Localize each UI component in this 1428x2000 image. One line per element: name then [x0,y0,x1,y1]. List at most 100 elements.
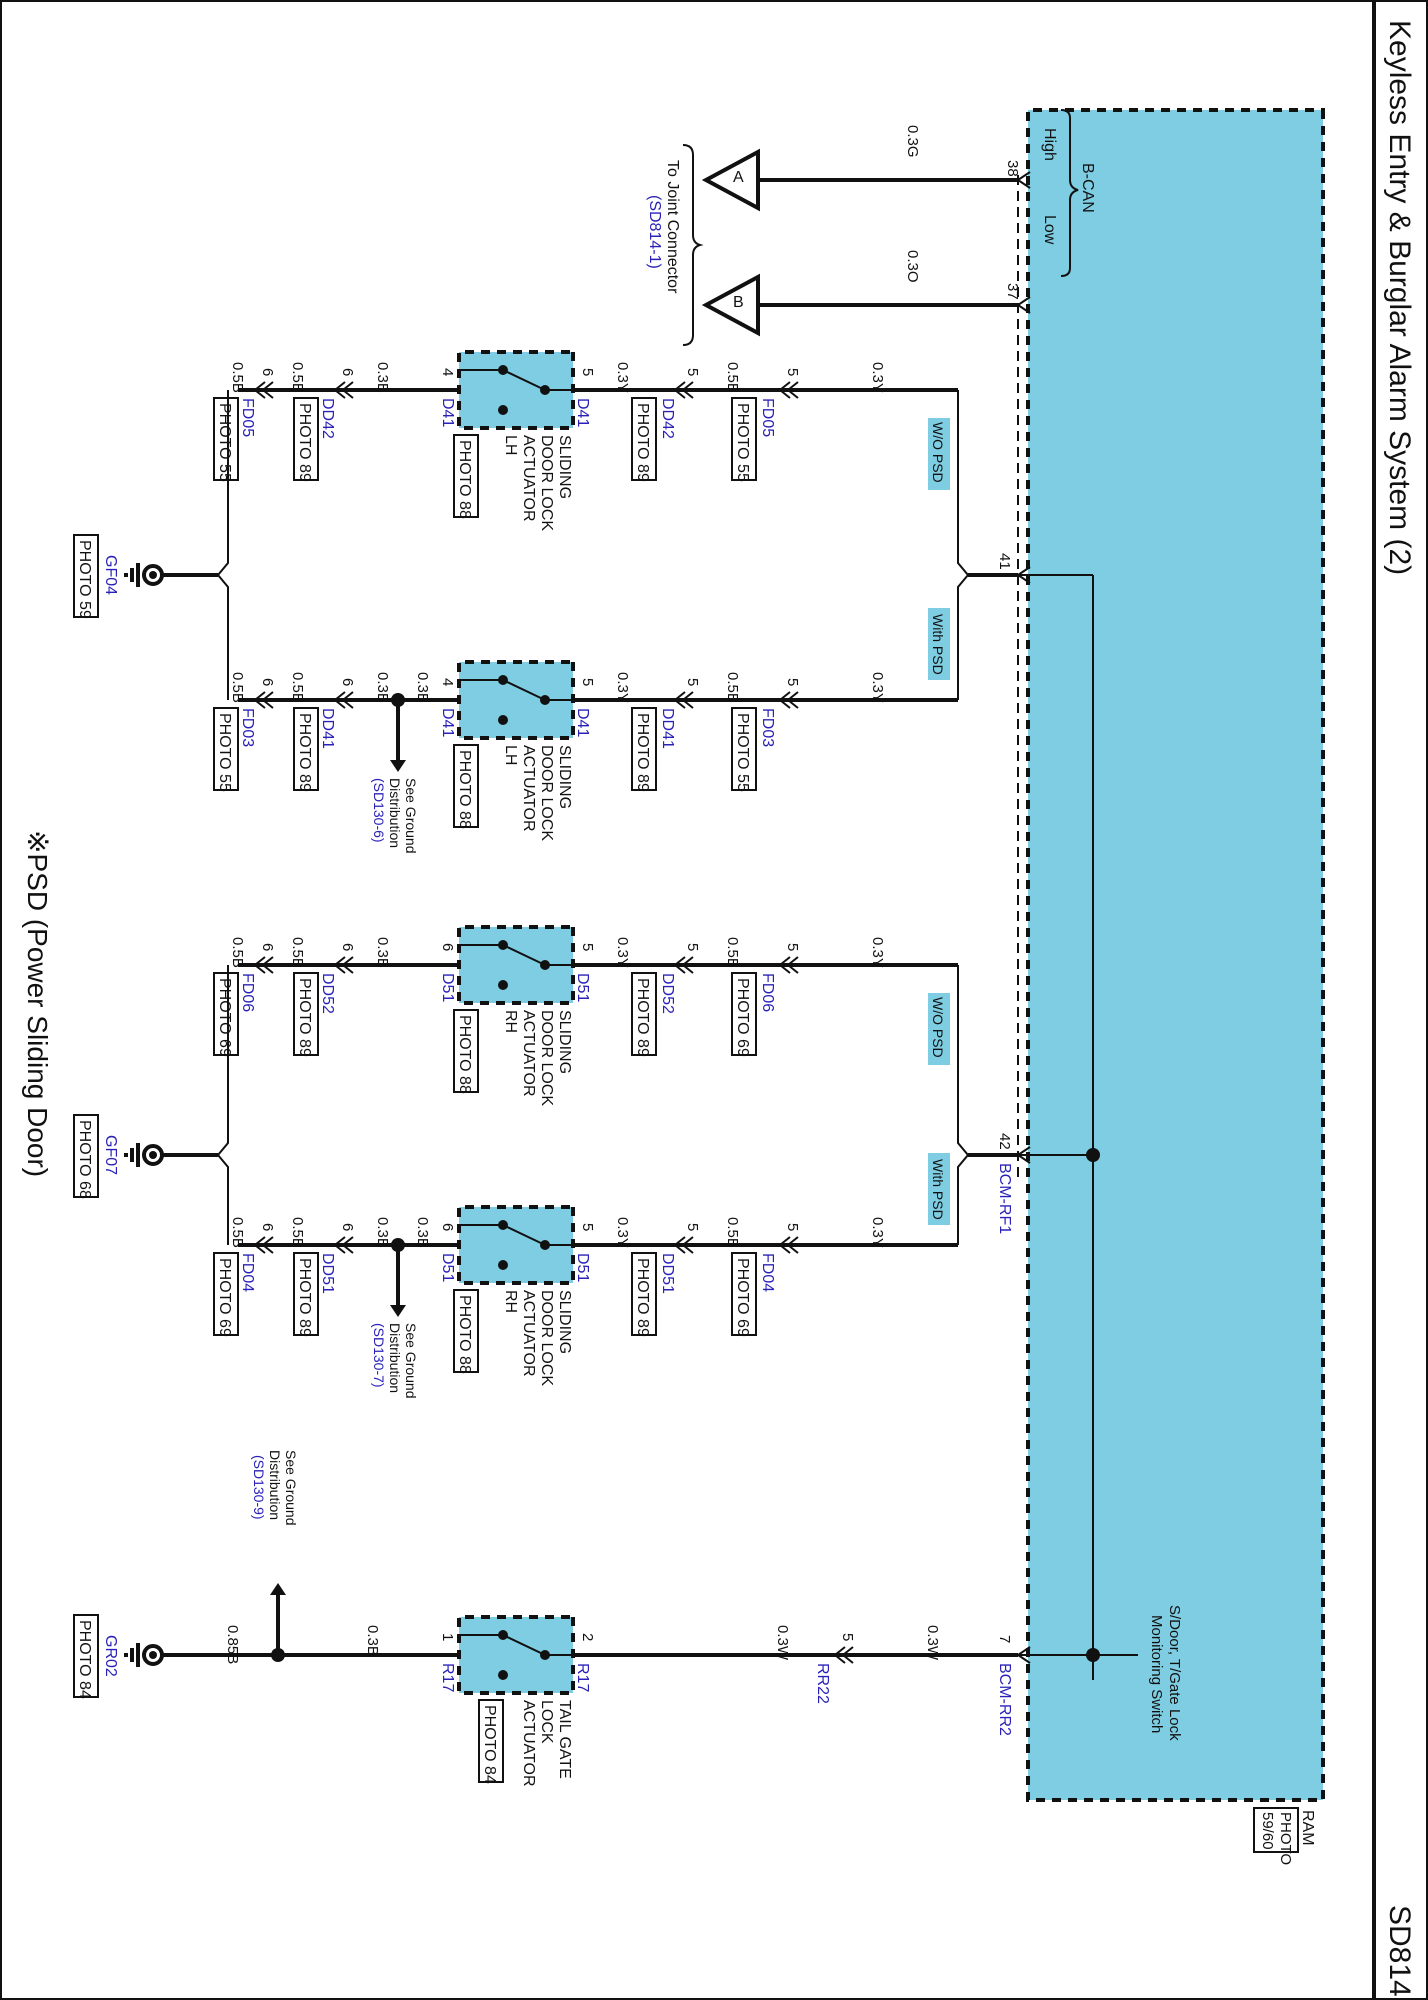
actuator-name: ACTUATOR [520,1290,537,1377]
ground-GR02: GR02 [102,1635,119,1677]
actuator-name: SLIDING [556,745,573,809]
pin: 4 [439,368,456,376]
connector-chevron-icon [778,956,799,974]
switch-contact-icon [502,679,546,701]
sliding-door-actuator [457,350,575,430]
connector-D51: D51 [574,1253,591,1282]
pin: 6 [339,943,356,951]
bcan-low-wire-spec: 0.3O [904,250,921,283]
connector-R17: R17 [439,1663,456,1692]
actuator-photo: PHOTO 88 [456,750,473,829]
photo-ref: PHOTO 55 [734,403,751,482]
actuator-name: LH [502,745,519,765]
pin: 2 [579,1633,596,1641]
bcan-label: B-CAN [1079,163,1096,213]
connector-D41: D41 [574,708,591,737]
photo-ref: PHOTO 89 [634,1258,651,1337]
ram-pin-42: 42 [996,1133,1013,1150]
photo-ref-box [731,1252,757,1336]
connector-FD06: FD06 [239,973,256,1012]
wire-spec: 0.3Y [869,937,886,968]
connector-chevron-icon [253,691,274,709]
connector-a-label: A [733,169,744,186]
wire-spec: 0.5B [724,672,741,703]
actuator-name: RH [502,1010,519,1033]
wire-spec: 0.5B [289,672,306,703]
actuator-name: DOOR LOCK [538,745,555,841]
wire-spec: 0.3B [414,1217,431,1248]
wire-spec: 0.3Y [869,672,886,703]
bcan-high-wire-spec: 0.3G [904,125,921,158]
wire-spec: 0.5B [229,1217,246,1248]
connector-chevron-icon [253,956,274,974]
ground-ref-arrow-icon [390,760,406,772]
bcan-low-wire: B 37 0.3O [701,250,1031,337]
wire-spec: 0.5B [229,672,246,703]
actuator-name: ACTUATOR [520,1010,537,1097]
pin: 5 [684,943,701,951]
wire-spec: 0.3Y [614,1217,631,1248]
pin: 5 [579,1223,596,1231]
tag-wo-psd: W/O PSD [930,997,946,1058]
pin: 6 [439,943,456,951]
connector-chevron-icon [778,1236,799,1254]
pin: 5 [784,1223,801,1231]
photo-ref-box [293,972,319,1056]
actuator-name: DOOR LOCK [538,1290,555,1386]
photo-ref: PHOTO 69 [734,978,751,1057]
connector-chevron-icon [333,381,354,399]
actuator-name: DOOR LOCK [538,1010,555,1106]
photo-ref: PHOTO 55 [216,403,233,482]
connector-chevron-icon [333,1236,354,1254]
connector-b-label: B [733,294,744,311]
ram-conn-BCM-RR2: BCM-RR2 [996,1663,1013,1736]
ground-see-label: See Ground [283,1450,299,1526]
switch-contact-icon [502,1224,546,1246]
connector-chevron-icon [833,1646,854,1664]
pin: 5 [784,368,801,376]
photo-ref-box [731,397,757,481]
photo-ref: PHOTO 89 [296,713,313,792]
joint-connector-label: To Joint Connector [664,160,681,294]
tag-with-psd: With PSD [930,614,946,675]
connector-RR22: RR22 [814,1663,831,1704]
connector-DD52: DD52 [659,973,676,1014]
switch-contact-icon [502,369,546,391]
ground-ref: (SD130-9) [251,1455,267,1520]
wire-spec: 0.3Y [869,1217,886,1248]
connector-D51: D51 [439,1253,456,1282]
wire-spec: 0.85B [224,1625,241,1664]
connector-D51: D51 [574,973,591,1002]
pin: 5 [579,368,596,376]
connector-DD51: DD51 [659,1253,676,1294]
photo-ref: PHOTO 69 [216,978,233,1057]
monitor-switch-label-1: S/Door, T/Gate Lock [1166,1605,1183,1741]
connector-D41: D41 [439,708,456,737]
photo-ref-box [631,972,657,1056]
connector-chevron-icon [333,691,354,709]
actuator-photo-box [453,1009,479,1093]
connector-chevron-icon [673,691,694,709]
bcan-brace [1060,109,1079,277]
connector-FD04: FD04 [239,1253,256,1292]
pin: 6 [339,1223,356,1231]
bcan-high-label: High [1041,128,1058,161]
ground-see-label: Distribution [387,1323,403,1393]
connector-b-icon [701,273,760,337]
ground-ref-arrow-icon [270,1583,286,1595]
actuator-name: ACTUATOR [520,435,537,522]
photo-ref: PHOTO 69 [216,1258,233,1337]
connector-FD03: FD03 [759,708,776,747]
ground-icon [124,1643,164,1667]
wire-spec: 0.3B [374,1217,391,1248]
photo-ref-box [631,397,657,481]
ground-ref: (SD130-7) [371,1323,387,1388]
pin: 6 [259,943,276,951]
actuator-name: SLIDING [556,1290,573,1354]
wire-spec: 0.3Y [614,362,631,393]
